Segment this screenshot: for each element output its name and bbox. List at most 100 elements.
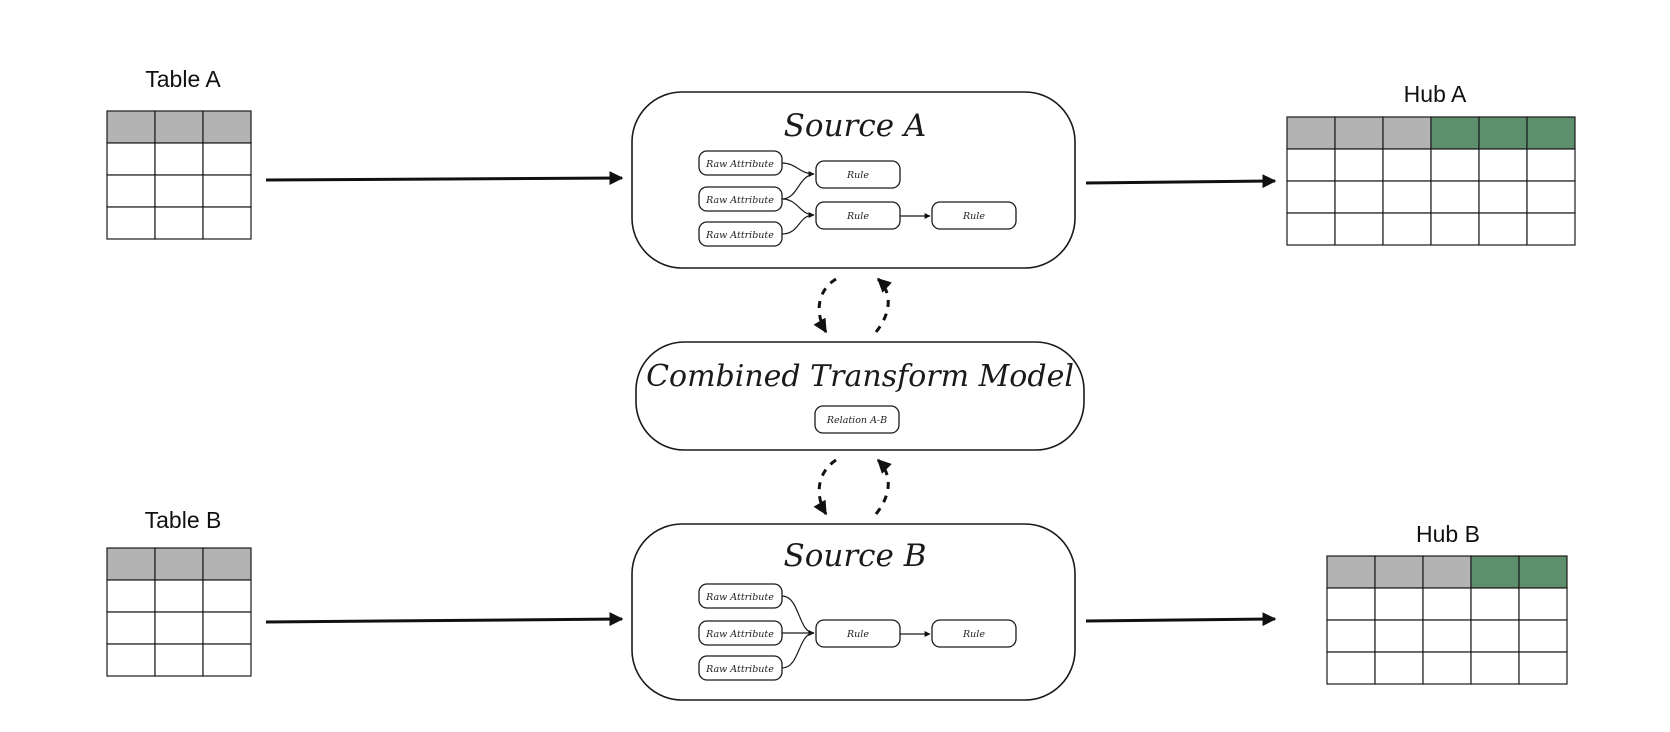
rule-node: Rule [931,619,1017,648]
svg-text:Raw Attribute: Raw Attribute [705,592,774,603]
raw-attribute-node: Raw Attribute [698,655,783,681]
table-cell [202,206,252,240]
table-cell [1478,148,1528,182]
dashed-arrow-down [813,458,837,516]
table-cell [1286,180,1336,214]
table-cell [1470,619,1520,653]
arrow-table-b-to-source-b [265,612,624,627]
table-header-cell [202,110,252,144]
table-cell [1422,587,1472,621]
table-header-cell [1326,555,1376,589]
table-cell [154,611,204,645]
table-cell [1422,651,1472,685]
source-b-title: Source B [783,538,926,574]
table-b-grid [106,547,252,677]
arrow-source-a-to-hub-a [1085,174,1277,189]
table-header-cell [1374,555,1424,589]
table-cell [202,643,252,677]
table-cell [1374,651,1424,685]
table-cell [1430,180,1480,214]
rule-node: Rule [931,201,1017,230]
table-cell [1334,212,1384,246]
table-cell [202,174,252,208]
connector [781,198,815,218]
source-a-title: Source A [784,108,927,144]
connector [781,214,815,235]
table-cell [106,206,156,240]
table-header-cell [154,547,204,581]
svg-text:Rule: Rule [846,170,869,181]
table-cell [1526,180,1576,214]
combined-transform-model-box: Combined Transform Model Relation A-B [635,341,1085,451]
table-header-cell [106,110,156,144]
table-cell [1286,148,1336,182]
table-header-cell [1470,555,1520,589]
table-cell [1518,587,1568,621]
table-cell [1326,619,1376,653]
hub-a-grid [1286,116,1576,246]
table-cell [1470,587,1520,621]
source-b-box: Source B Raw Attribute Raw Attribute Raw… [631,523,1076,701]
dashed-arrow-up [874,277,892,333]
svg-text:Raw Attribute: Raw Attribute [705,629,774,640]
table-cell [1326,651,1376,685]
table-header-cell [1526,116,1576,150]
table-cell [106,643,156,677]
hub-b-grid [1326,555,1568,685]
table-cell [106,174,156,208]
table-cell [106,579,156,613]
table-cell [106,611,156,645]
table-a-grid [106,110,252,240]
dashed-arrow-up [874,458,892,515]
table-cell [154,643,204,677]
table-cell [202,611,252,645]
svg-text:Raw Attribute: Raw Attribute [705,230,774,241]
table-cell [154,142,204,176]
table-cell [1430,148,1480,182]
rule-node: Rule [815,619,901,648]
raw-attribute-node: Raw Attribute [698,150,783,176]
table-cell [202,579,252,613]
table-header-cell [1334,116,1384,150]
rule-node: Rule [815,201,901,230]
table-cell [202,142,252,176]
table-cell [1526,148,1576,182]
table-header-cell [1518,555,1568,589]
table-b-title: Table B [145,507,222,533]
svg-text:Raw Attribute: Raw Attribute [705,159,774,170]
table-cell [154,579,204,613]
svg-text:Rule: Rule [962,211,985,222]
table-cell [1382,148,1432,182]
table-cell [106,142,156,176]
connector [781,632,815,669]
arrow-source-b-to-hub-b [1085,612,1277,627]
connector [781,173,815,200]
table-header-cell [1286,116,1336,150]
combined-model-title: Combined Transform Model [646,359,1074,394]
table-cell [1382,180,1432,214]
table-cell [1478,180,1528,214]
table-cell [1478,212,1528,246]
connector [781,162,815,177]
svg-text:Rule: Rule [846,629,869,640]
table-cell [1518,619,1568,653]
table-header-cell [1430,116,1480,150]
table-header-cell [202,547,252,581]
svg-text:Relation A-B: Relation A-B [826,415,887,426]
table-header-cell [1478,116,1528,150]
svg-text:Raw Attribute: Raw Attribute [705,664,774,675]
table-header-cell [1382,116,1432,150]
table-cell [1518,651,1568,685]
table-a-title: Table A [145,66,221,92]
table-cell [1526,212,1576,246]
rule-node: Rule [815,160,901,189]
raw-attribute-node: Raw Attribute [698,583,783,609]
hub-a-title: Hub A [1404,81,1467,107]
table-cell [1334,180,1384,214]
raw-attribute-node: Raw Attribute [698,221,783,247]
table-cell [1470,651,1520,685]
table-cell [1430,212,1480,246]
raw-attribute-node: Raw Attribute [698,620,783,646]
svg-text:Rule: Rule [962,629,985,640]
